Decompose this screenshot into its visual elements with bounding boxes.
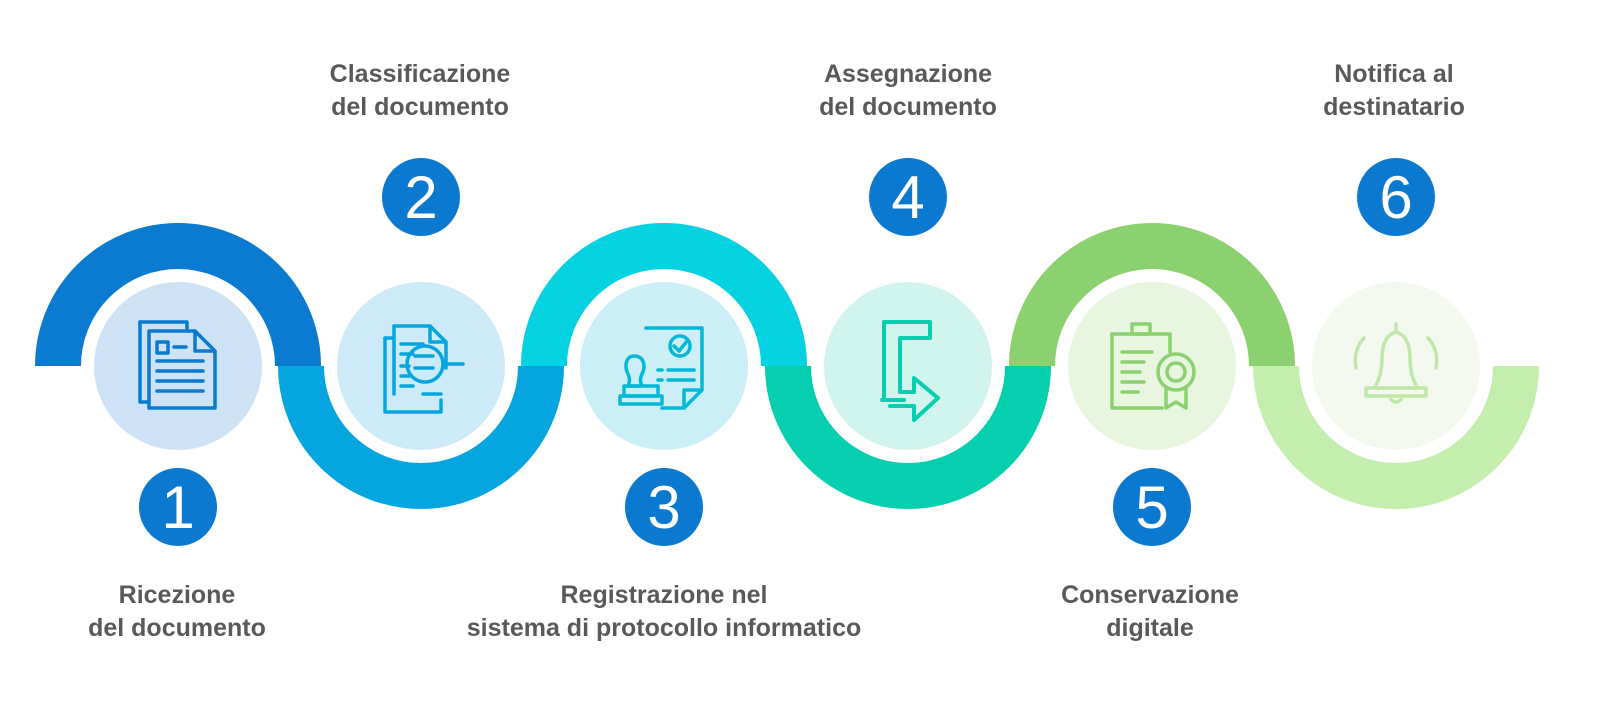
step-5-label-line-2: digitale (1106, 614, 1194, 642)
step-5-number-badge: 5 (1113, 468, 1191, 546)
step-6-label-line-1: Notifica al (1334, 60, 1454, 88)
step-6-label: Notifica al destinatario (1134, 58, 1605, 124)
step-6-circle (1312, 282, 1480, 450)
step-2-label-line-2: del documento (331, 93, 509, 121)
document-list-icon (138, 320, 217, 410)
wave-segment-5 (1009, 223, 1295, 367)
step-1-label-line-1: Ricezione (118, 581, 236, 609)
step-1-label: Ricezione del documento (0, 579, 437, 645)
stamp-document-icon (618, 326, 704, 410)
step-2-label-line-1: Classificazione (329, 60, 511, 88)
step-2-number: 2 (404, 164, 437, 231)
step-5-badge-circle (1113, 468, 1191, 546)
step-3-label: Registrazione nel sistema di protocollo … (404, 579, 924, 645)
step-1-label-line-2: del documento (88, 614, 266, 642)
certificate-document-icon (1110, 322, 1196, 410)
step-5-label: Conservazione digitale (890, 579, 1410, 645)
step-4-number-badge: 4 (869, 158, 947, 236)
assign-arrow-icon (880, 320, 940, 422)
step-5-label-line-1: Conservazione (1061, 581, 1239, 609)
step-6-badge-circle (1357, 158, 1435, 236)
step-2-label: Classificazione del documento (160, 58, 680, 124)
step-1-circle (94, 282, 262, 450)
step-3-label-line-2: sistema di protocollo informatico (466, 614, 862, 642)
step-3-number: 3 (647, 474, 680, 541)
step-5-circle (1068, 282, 1236, 450)
step-4-number: 4 (891, 164, 924, 231)
step-2-badge-circle (382, 158, 460, 236)
step-4-label-line-1: Assegnazione (823, 60, 993, 88)
step-4-circle (824, 282, 992, 450)
wave-segment-4 (765, 365, 1051, 509)
step-3-circle (580, 282, 748, 450)
wave-segment-6 (1253, 365, 1539, 509)
step-icons (138, 320, 1439, 422)
wave-segment-1 (35, 223, 321, 367)
step-6-number-badge: 6 (1357, 158, 1435, 236)
step-1-badge-circle (139, 468, 217, 546)
step-3-label-line-1: Registrazione nel (560, 581, 768, 609)
step-6-label-line-2: destinatario (1323, 93, 1465, 121)
step-3-badge-circle (625, 468, 703, 546)
bell-icon (1353, 322, 1439, 404)
step-1-number-badge: 1 (139, 468, 217, 546)
wave-segment-2 (278, 365, 564, 509)
step-4-badge-circle (869, 158, 947, 236)
step-5-number: 5 (1135, 474, 1168, 541)
step-2-number-badge: 2 (382, 158, 460, 236)
wave-segment-3 (521, 223, 807, 367)
step-2-circle (337, 282, 505, 450)
step-3-number-badge: 3 (625, 468, 703, 546)
document-search-icon (383, 324, 465, 414)
step-4-label-line-2: del documento (819, 93, 997, 121)
step-circles (94, 282, 1480, 450)
step-badges: 1 2 3 4 5 6 (139, 158, 1435, 546)
step-4-label: Assegnazione del documento (648, 58, 1168, 124)
wave-path (35, 223, 1539, 509)
step-6-number: 6 (1379, 164, 1412, 231)
step-1-number: 1 (161, 474, 194, 541)
